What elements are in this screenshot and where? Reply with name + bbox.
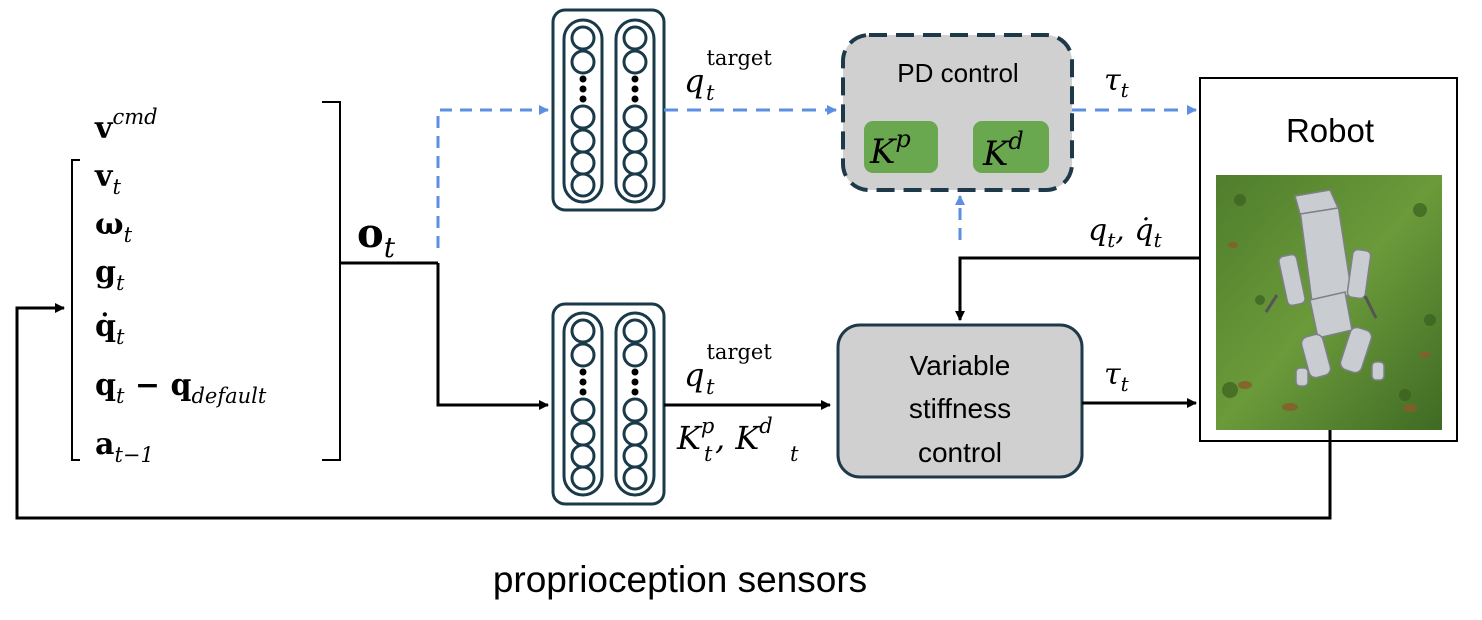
variable-control-line-1: Variable [910,350,1011,381]
variable-control-line-2: stiffness [909,393,1011,424]
obs-item-3: gt [95,255,125,295]
obs-item-1: vt [94,159,121,199]
obs-item-0: vcmd [94,105,158,146]
bottom-network [551,302,666,506]
footer-caption: proprioception sensors [493,559,867,600]
variable-control-line-3: control [918,437,1002,468]
top-network [551,8,666,212]
left-bracket [71,159,80,461]
obs-item-6: at−1 [95,427,154,467]
pd-control-label: PD control [897,58,1018,88]
gain-kd-label: Kd [982,127,1024,174]
right-bracket [322,101,341,461]
obs-item-5: qt − qdefault [95,368,267,408]
state-feedback-label: qt, q̇t [1088,213,1163,252]
arrow-to-top-network [436,110,548,248]
robot-photo [1216,175,1442,430]
variable-stiffness-control-box: Variable stiffness control [836,323,1084,479]
gain-kp-label: Kp [869,125,911,172]
gain-kp-box [864,121,938,173]
observation-list: vcmd vt ωt gt q̇t qt − qdefault at−1 [71,101,341,467]
bottom-tau-label: τt [1104,357,1130,396]
observation-vector-label: ot [357,210,396,264]
gain-kd-box [973,121,1049,173]
obs-item-4: q̇t [95,309,125,349]
robot-title: Robot [1286,112,1374,149]
arrow-feedback-to-variable [960,256,1200,320]
arrow-to-bottom-network [436,263,548,405]
obs-item-2: ωt [95,207,133,247]
sensor-feedback-loop [15,308,1332,520]
top-tau-label: τt [1104,63,1130,102]
robot-box: Robot [1199,77,1458,442]
pd-control-box: PD control Kp Kd [841,33,1074,192]
